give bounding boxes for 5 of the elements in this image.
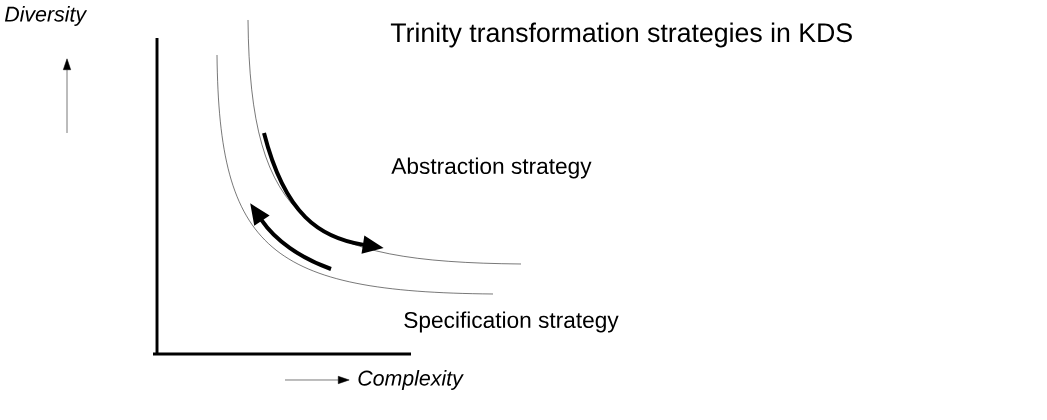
strategy-label: Abstraction strategy	[391, 157, 592, 179]
axis-label: Complexity	[358, 370, 464, 390]
strategy-label: Specification strategy	[404, 311, 619, 333]
axis-label: Diversity	[4, 6, 88, 26]
chart-title: Trinity transformation strategies in KDS	[390, 22, 852, 48]
